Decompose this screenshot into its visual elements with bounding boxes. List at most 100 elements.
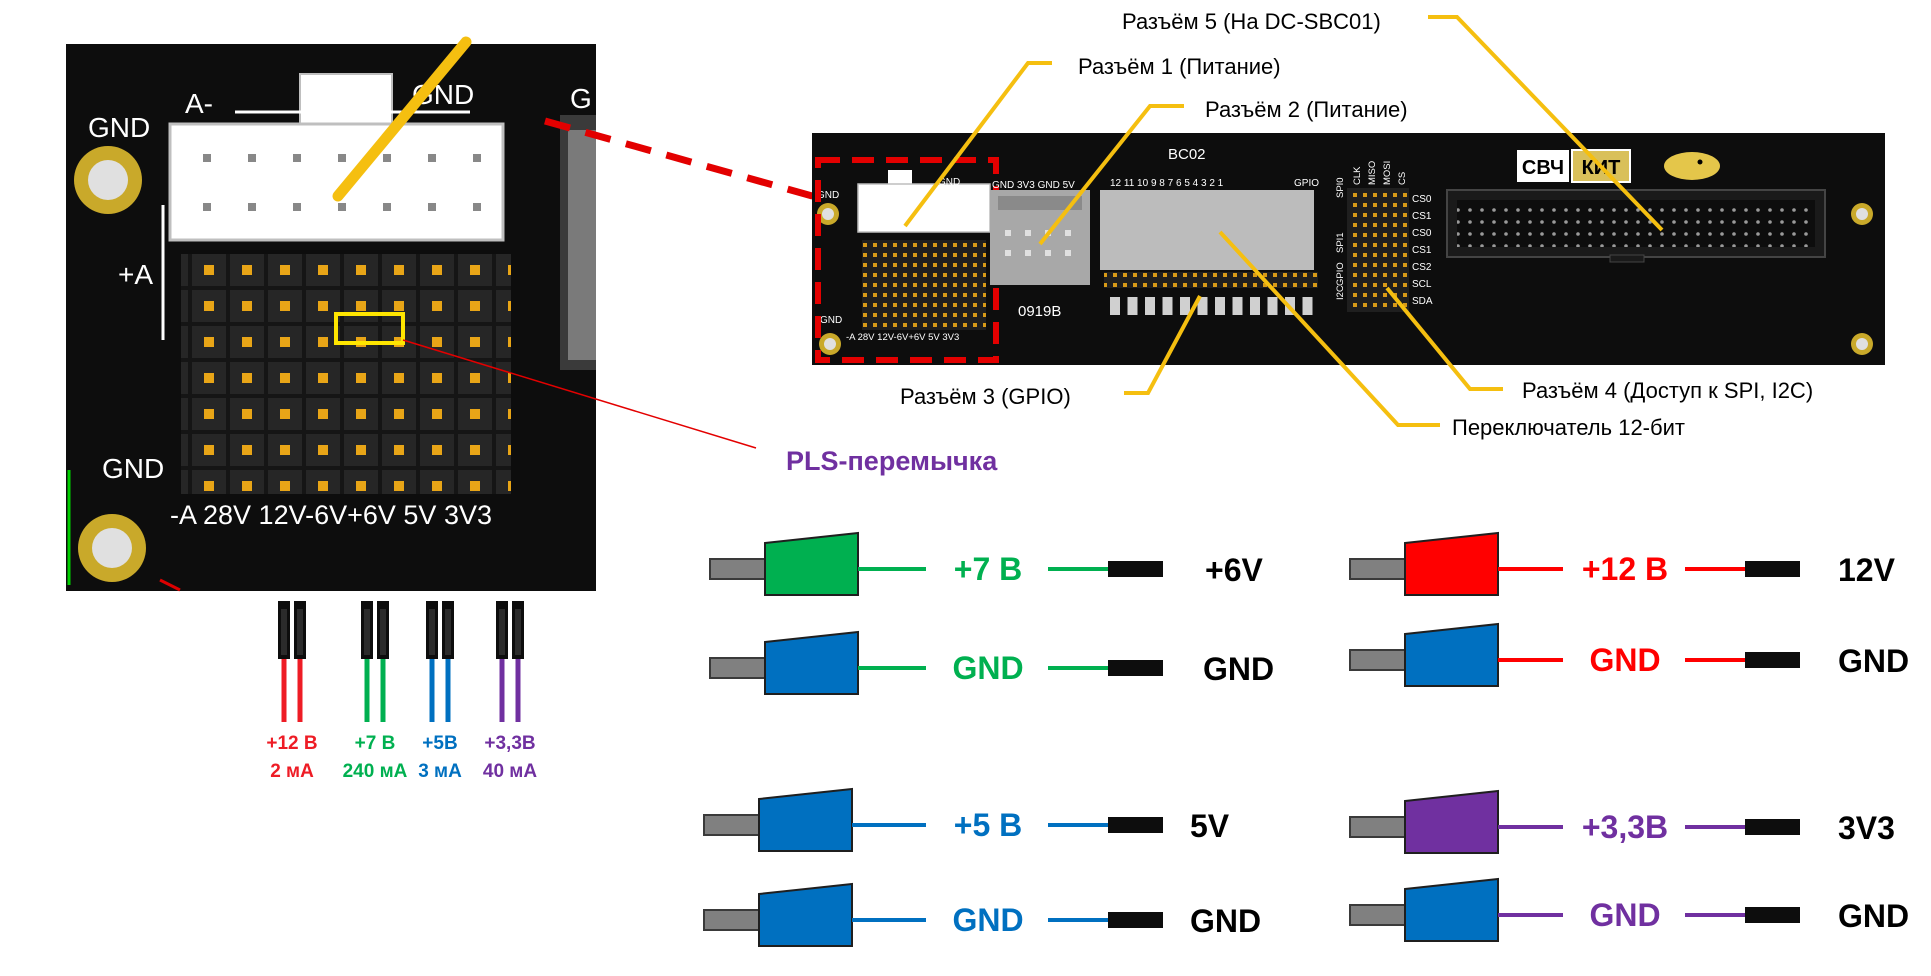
jumper-current-label: 2 мА bbox=[270, 761, 314, 782]
callout-2-label: Разъём 2 (Питание) bbox=[1205, 97, 1408, 122]
whale-icon bbox=[1664, 152, 1720, 180]
jumper-voltage-label: +12 В bbox=[266, 733, 317, 754]
plug-socket bbox=[1745, 561, 1800, 577]
gpio-led bbox=[1197, 297, 1208, 315]
connector-contact bbox=[1005, 230, 1011, 236]
plug-body bbox=[1404, 622, 1499, 687]
zoom-edge-component-inner bbox=[568, 130, 596, 360]
plug-pin bbox=[703, 909, 760, 931]
zoom-mount-hole-top-inner bbox=[88, 160, 128, 200]
gpio-led bbox=[1127, 297, 1138, 315]
connector-contact bbox=[1045, 250, 1051, 256]
plug-socket bbox=[1108, 912, 1163, 928]
connector-contact bbox=[428, 154, 436, 162]
plug-pin-label: GND bbox=[1838, 643, 1909, 679]
plug-label: +7 В bbox=[954, 551, 1022, 587]
jumper-housing-inner bbox=[281, 609, 287, 655]
plug-label: GND bbox=[1589, 642, 1660, 678]
jumper-housing-inner bbox=[429, 609, 435, 655]
cs-label: CS1 bbox=[1412, 211, 1432, 222]
board-logo-left-box bbox=[1517, 150, 1569, 182]
spi-col-label: CS bbox=[1397, 172, 1408, 185]
callout-line-5 bbox=[1428, 15, 1664, 232]
plug-body bbox=[758, 882, 853, 947]
plug-pin bbox=[1349, 649, 1406, 671]
spi-col-label: CLK bbox=[1352, 166, 1363, 185]
zoom-connector-tab bbox=[299, 73, 393, 125]
connector-contact bbox=[293, 203, 301, 211]
board-conn1-tab bbox=[888, 170, 912, 186]
cs-label: CS0 bbox=[1412, 228, 1432, 239]
cs-label: CS1 bbox=[1412, 245, 1432, 256]
connector-contact bbox=[248, 203, 256, 211]
plug-pin-label: GND bbox=[1190, 903, 1261, 939]
board-conn1 bbox=[857, 183, 991, 233]
zoom-label-a-minus: A- bbox=[185, 88, 213, 119]
plug-body bbox=[1404, 531, 1499, 596]
jumper-current-label: 40 мА bbox=[483, 761, 537, 782]
board-gpio-header bbox=[1104, 272, 1318, 288]
zoom-mount-hole-bottom-inner bbox=[92, 528, 132, 568]
connector-contact bbox=[338, 154, 346, 162]
zoom-axis-tick-red bbox=[159, 578, 181, 592]
board-dip-switch bbox=[1100, 190, 1314, 270]
plug-label: +3,3В bbox=[1582, 809, 1668, 845]
connector-contact bbox=[473, 154, 481, 162]
jumper-voltage-label: +5В bbox=[422, 733, 457, 754]
gpio-led bbox=[1110, 297, 1120, 315]
connector-contact bbox=[1025, 250, 1031, 256]
zoom-to-board-dashed-line bbox=[544, 117, 831, 205]
cs-label: SCL bbox=[1412, 279, 1432, 290]
spi-side-label: GPIO bbox=[1335, 262, 1346, 286]
plug-label: +5 В bbox=[954, 807, 1022, 843]
plug-label: GND bbox=[952, 902, 1023, 938]
plug-body bbox=[1404, 877, 1499, 942]
jumper-housing-inner bbox=[499, 609, 505, 655]
callout-switch-label: Переключатель 12-бит bbox=[1452, 415, 1685, 440]
zoom-power-connector bbox=[168, 122, 505, 242]
connector-contact bbox=[338, 203, 346, 211]
board-conn5-key bbox=[1609, 254, 1645, 263]
gpio-led bbox=[1145, 297, 1155, 315]
board-gnd-left-top: GND bbox=[817, 190, 839, 201]
callout-1-label: Разъём 1 (Питание) bbox=[1078, 54, 1281, 79]
board-conn1-pins bbox=[862, 240, 986, 330]
gpio-led bbox=[1302, 297, 1313, 315]
cs-label: SDA bbox=[1412, 296, 1433, 307]
plug-pin-label: 5V bbox=[1190, 808, 1230, 844]
connector-contact bbox=[383, 154, 391, 162]
plug-pin-label: +6V bbox=[1205, 552, 1263, 588]
plug-socket bbox=[1745, 907, 1800, 923]
plug-pin-label: 3V3 bbox=[1838, 810, 1895, 846]
plug-connector: +3,3В 3V3 bbox=[1349, 789, 1895, 854]
board-bottom-row-label: -A 28V 12V-6V+6V 5V 3V3 bbox=[846, 332, 959, 343]
zoom-pin-header bbox=[181, 254, 511, 494]
board-spi-header bbox=[1347, 188, 1409, 312]
callout-3-label: Разъём 3 (GPIO) bbox=[900, 384, 1071, 409]
cs-label: CS0 bbox=[1412, 194, 1432, 205]
zoom-label-gnd-left-top: GND bbox=[88, 112, 150, 143]
plug-pin bbox=[703, 814, 760, 836]
connector-contact bbox=[473, 203, 481, 211]
board-gnd-left-bottom: GND bbox=[820, 315, 842, 326]
board-mount-hole-bl-inner bbox=[824, 338, 836, 350]
board-conn2-top bbox=[998, 196, 1082, 210]
board: GND -A 28V 12V-6V+6V 5V 3V3 GND GND GND … bbox=[812, 133, 1885, 365]
board-conn5-pins bbox=[1457, 200, 1815, 247]
callout-line-1 bbox=[903, 61, 1052, 228]
spi-side-label: SPI1 bbox=[1335, 232, 1346, 253]
zoom-callout-line bbox=[332, 36, 472, 202]
connector-contact bbox=[1065, 230, 1071, 236]
jumper-housing-inner bbox=[297, 609, 303, 655]
board-mount-hole-br-inner bbox=[1856, 338, 1868, 350]
callout-line-4 bbox=[1385, 286, 1503, 391]
plug-body bbox=[758, 787, 853, 852]
plug-label: GND bbox=[1589, 897, 1660, 933]
plug-pin bbox=[709, 657, 766, 679]
cs-label: CS2 bbox=[1412, 262, 1432, 273]
connector-contact bbox=[1005, 250, 1011, 256]
callout-line-sw bbox=[1218, 230, 1440, 427]
